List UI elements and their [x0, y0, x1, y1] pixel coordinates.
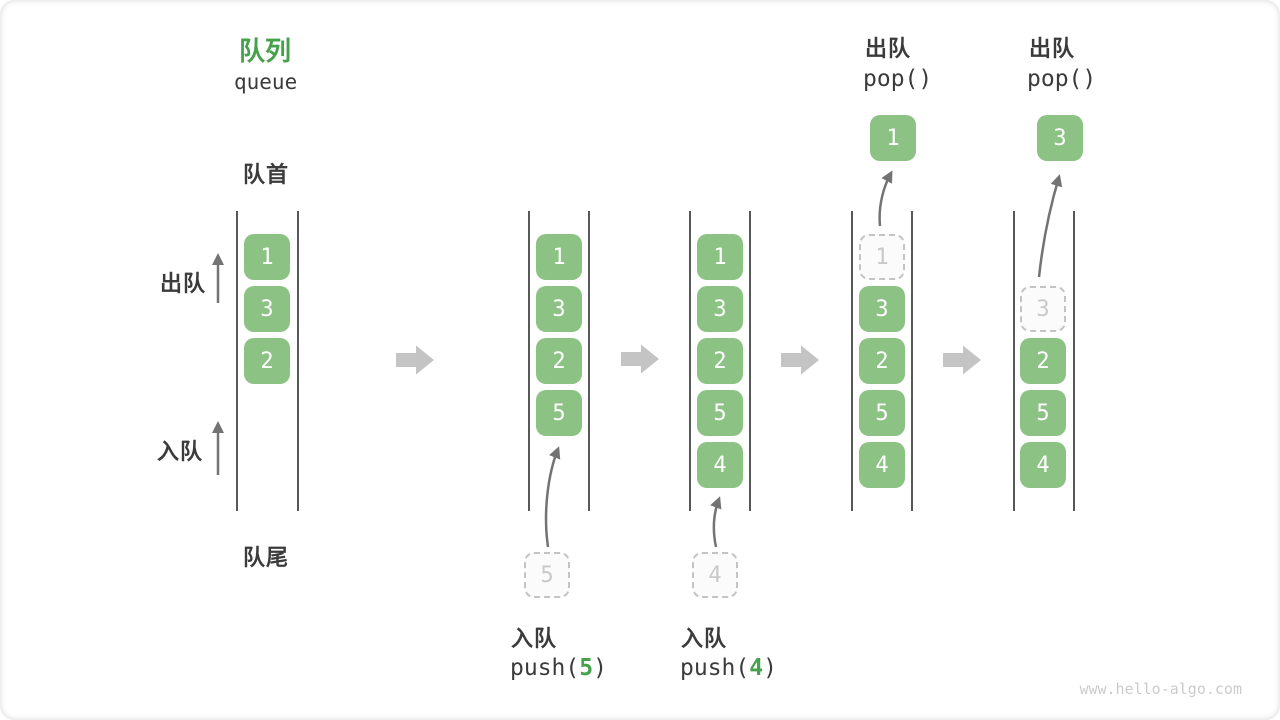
- push4-close: ): [763, 655, 777, 681]
- state3-cell-0: 1: [697, 234, 743, 280]
- pop2-op-label: 出队: [1029, 37, 1076, 62]
- state1-cell-2: 2: [244, 338, 290, 384]
- push5-op-code: push(5): [510, 655, 607, 681]
- pop2-arrow: [1037, 174, 1063, 278]
- state4-rail-right: [911, 211, 913, 511]
- state5-rail-left: [1013, 211, 1015, 511]
- pop1-op-code: pop(): [863, 66, 933, 92]
- push4-op-label: 入队: [681, 627, 728, 652]
- state4-cell-0: 3: [859, 286, 905, 332]
- state3-cell-1: 3: [697, 286, 743, 332]
- state-transition-arrow-4: [943, 345, 981, 375]
- push4-arrow: [710, 496, 722, 548]
- state5-rail-right: [1073, 211, 1075, 511]
- diagram-title-en: queue: [234, 70, 298, 94]
- state5-cell-0: 2: [1020, 338, 1066, 384]
- state3-cell-2: 2: [697, 338, 743, 384]
- queue-rear-label: 队尾: [243, 546, 290, 571]
- queue-front-label: 队首: [243, 163, 290, 188]
- enqueue-side-label: 入队: [157, 440, 204, 465]
- state3-cell-4: 4: [697, 442, 743, 488]
- state1-rail-right: [297, 211, 299, 511]
- state5-popped-cell: 3: [1037, 115, 1083, 161]
- push4-op-code: push(4): [680, 655, 777, 681]
- state4-cell-2: 5: [859, 390, 905, 436]
- state-transition-arrow-3: [781, 345, 819, 375]
- state3-rail-left: [689, 211, 691, 511]
- state-transition-arrow-1: [396, 345, 434, 375]
- push5-arrow: [544, 446, 561, 548]
- push5-fn: push(: [510, 655, 580, 681]
- diagram-title-zh: 队列: [239, 37, 292, 67]
- push5-arg: 5: [579, 655, 594, 681]
- pop1-op-label: 出队: [865, 37, 912, 62]
- state1-cell-0: 1: [244, 234, 290, 280]
- site-watermark: www.hello-algo.com: [1079, 680, 1242, 698]
- state2-rail-left: [528, 211, 530, 511]
- state2-cell-1: 3: [536, 286, 582, 332]
- state1-rail-left: [236, 211, 238, 511]
- state4-cell-3: 4: [859, 442, 905, 488]
- state3-incoming-cell: 4: [692, 552, 738, 598]
- state2-rail-right: [588, 211, 590, 511]
- state-transition-arrow-2: [621, 344, 659, 374]
- pop1-arrow: [878, 170, 893, 227]
- state4-popped-cell: 1: [870, 115, 916, 161]
- push4-arg: 4: [749, 655, 764, 681]
- push5-op-label: 入队: [511, 627, 558, 652]
- pop2-op-code: pop(): [1027, 66, 1097, 92]
- state5-ghost-cell: 3: [1020, 286, 1066, 332]
- state4-rail-left: [851, 211, 853, 511]
- dequeue-side-label: 出队: [160, 272, 207, 297]
- state3-cell-3: 5: [697, 390, 743, 436]
- push5-close: ): [593, 655, 607, 681]
- state2-incoming-cell: 5: [524, 552, 570, 598]
- state4-cell-1: 2: [859, 338, 905, 384]
- state3-rail-right: [749, 211, 751, 511]
- state1-cell-1: 3: [244, 286, 290, 332]
- state5-cell-2: 4: [1020, 442, 1066, 488]
- state2-cell-0: 1: [536, 234, 582, 280]
- state2-cell-2: 2: [536, 338, 582, 384]
- state4-ghost-cell: 1: [859, 234, 905, 280]
- state5-cell-1: 5: [1020, 390, 1066, 436]
- state2-cell-3: 5: [536, 390, 582, 436]
- push4-fn: push(: [680, 655, 750, 681]
